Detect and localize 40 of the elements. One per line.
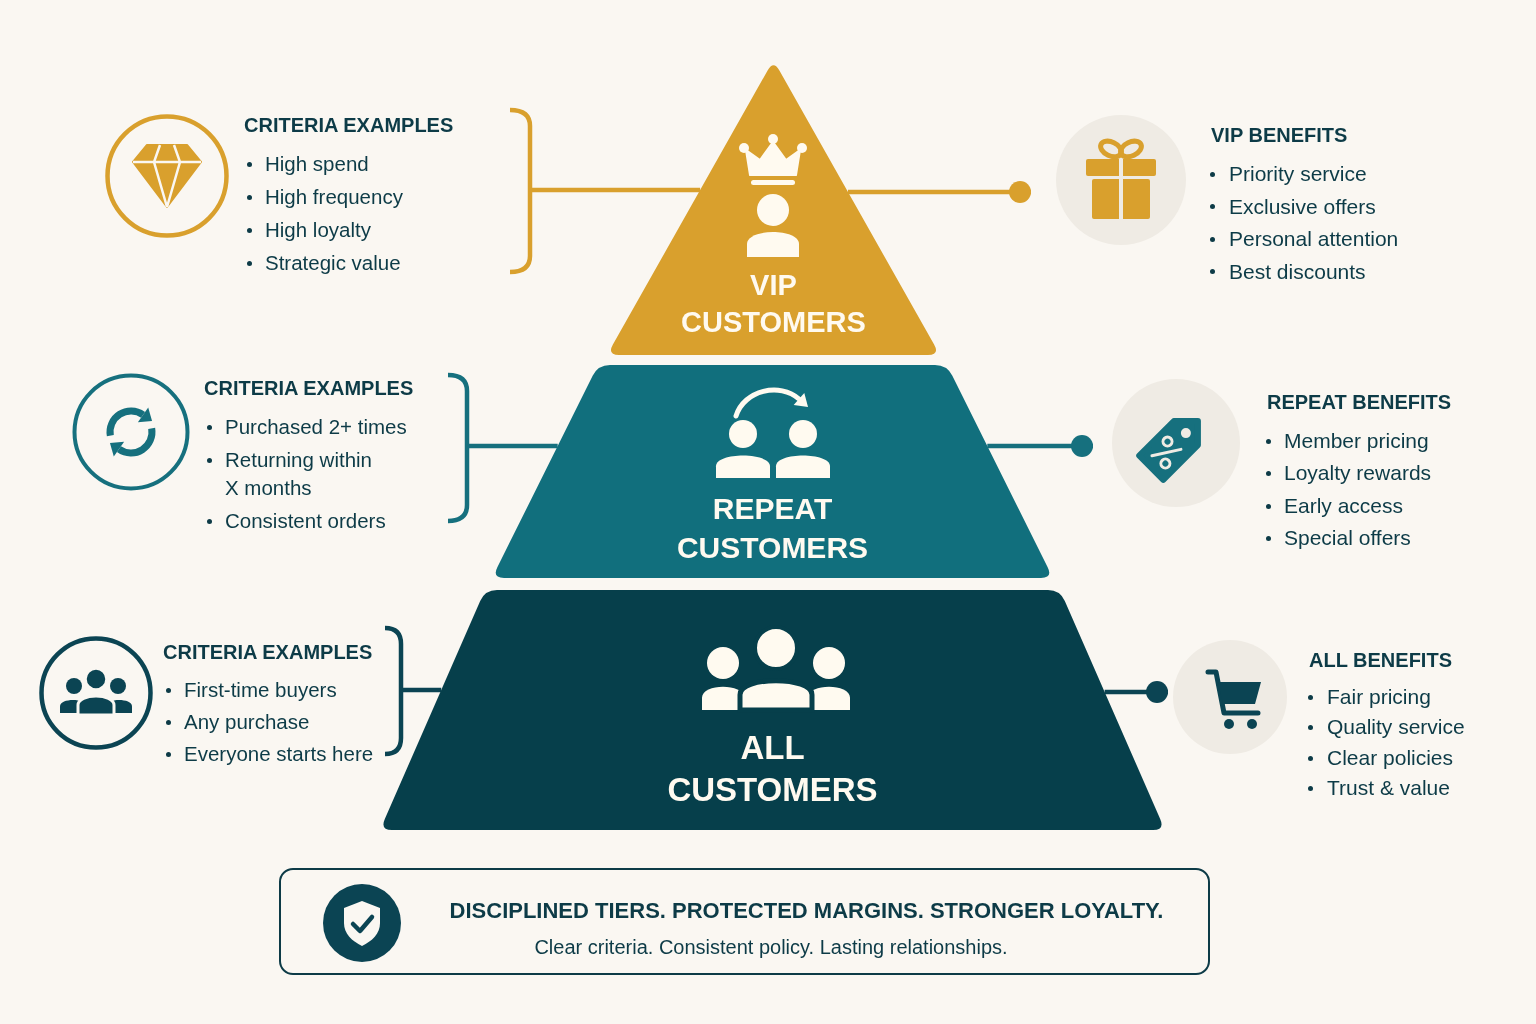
criteria-item: Purchased 2+ times <box>225 414 407 440</box>
criteria-item: First-time buyers <box>184 677 337 703</box>
benefit-item: Clear policies <box>1327 744 1454 771</box>
benefit-item: Member pricing <box>1284 427 1429 454</box>
criteria-item: High spend <box>265 151 369 177</box>
criteria-item: Everyone starts here <box>184 741 374 767</box>
connector-line <box>848 181 1031 203</box>
criteria-item: High loyalty <box>265 217 371 243</box>
tagline-banner <box>279 868 1210 975</box>
bracket-connector <box>445 372 560 524</box>
benefit-item: Best discounts <box>1229 258 1366 285</box>
criteria-item: Returning within X months <box>225 447 373 501</box>
section-heading: CRITERIA EXAMPLES <box>244 113 454 138</box>
benefit-item: Trust & value <box>1327 775 1450 802</box>
tier-label: REPEAT CUSTOMERS <box>676 490 869 566</box>
benefit-item: Special offers <box>1284 525 1411 552</box>
benefit-item: Quality service <box>1327 714 1465 741</box>
benefit-item: Early access <box>1284 492 1404 519</box>
criteria-item: Consistent orders <box>225 508 386 534</box>
bracket-connector <box>382 625 444 757</box>
benefit-item: Exclusive offers <box>1229 193 1376 220</box>
benefit-item: Loyalty rewards <box>1284 460 1432 487</box>
section-heading: ALL BENEFITS <box>1309 648 1452 673</box>
benefit-item: Personal attention <box>1229 226 1399 252</box>
criteria-item: Any purchase <box>184 709 310 735</box>
section-heading: CRITERIA EXAMPLES <box>204 376 414 401</box>
tier-label: ALL CUSTOMERS <box>667 728 878 810</box>
criteria-item: Strategic value <box>265 250 401 276</box>
section-heading: VIP BENEFITS <box>1211 123 1348 148</box>
section-heading: CRITERIA EXAMPLES <box>163 640 373 665</box>
connector-line <box>987 435 1093 457</box>
benefit-item: Fair pricing <box>1327 683 1431 710</box>
criteria-item: High frequency <box>265 184 403 210</box>
tagline-text: Clear criteria. Consistent policy. Lasting relationships. <box>534 935 1008 960</box>
section-heading: REPEAT BENEFITS <box>1267 390 1452 415</box>
tagline-heading: DISCIPLINED TIERS. PROTECTED MARGINS. STRONGER LOYALTY. <box>449 897 1164 925</box>
tier-label: VIP CUSTOMERS <box>681 267 866 340</box>
bracket-connector <box>507 107 703 275</box>
benefit-item: Priority service <box>1229 161 1367 187</box>
connector-line <box>1104 681 1168 703</box>
